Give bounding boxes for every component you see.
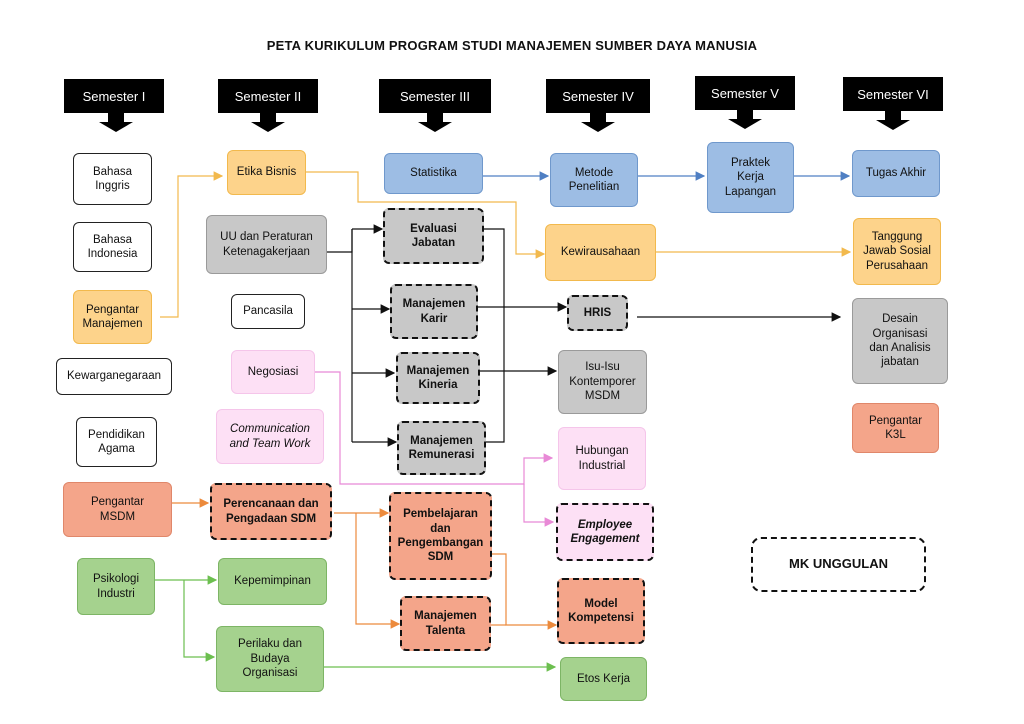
course-uu-peraturan: UU dan Peraturan Ketenagakerjaan [206,215,327,274]
course-evaluasi-jabatan: Evaluasi Jabatan [383,208,484,264]
course-manajemen-talenta: Manajemen Talenta [400,596,491,651]
course-kewarganegaraan: Kewarganegaraan [56,358,172,395]
course-hubungan-industrial: Hubungan Industrial [558,427,646,490]
course-bahasa-inggris: Bahasa Inggris [73,153,152,205]
course-tanggung-jawab-sosial: Tanggung Jawab Sosial Perusahaan [853,218,941,285]
course-pengantar-msdm: Pengantar MSDM [63,482,172,537]
course-negosiasi: Negosiasi [231,350,315,394]
course-hris: HRIS [567,295,628,331]
semester-3-header: Semester III [379,79,491,113]
course-manajemen-remunerasi: Manajemen Remunerasi [397,421,486,475]
course-model-kompetensi: Model Kompetensi [557,578,645,644]
course-bahasa-indonesia: Bahasa Indonesia [73,222,152,272]
course-employee-engagement: Employee Engagement [556,503,654,561]
course-desain-organisasi: Desain Organisasi dan Analisis jabatan [852,298,948,384]
course-pengantar-k3l: Pengantar K3L [852,403,939,453]
course-pembelajaran-pengembangan-sdm: Pembelajaran dan Pengembangan SDM [389,492,492,580]
semester-6-header: Semester VI [843,77,943,111]
course-perencanaan-pengadaan-sdm: Perencanaan dan Pengadaan SDM [210,483,332,540]
course-pendidikan-agama: Pendidikan Agama [76,417,157,467]
course-pancasila: Pancasila [231,294,305,329]
course-manajemen-kineria: Manajemen Kineria [396,352,480,404]
course-praktek-kerja-lapangan: Praktek Kerja Lapangan [707,142,794,213]
course-manajemen-karir: Manajemen Karir [390,284,478,339]
legend-mk-unggulan: MK UNGGULAN [751,537,926,592]
page-title: PETA KURIKULUM PROGRAM STUDI MANAJEMEN S… [266,38,758,53]
course-communication-team-work: Communication and Team Work [216,409,324,464]
course-kepemimpinan: Kepemimpinan [218,558,327,605]
course-tugas-akhir: Tugas Akhir [852,150,940,197]
course-kewirausahaan: Kewirausahaan [545,224,656,281]
course-etos-kerja: Etos Kerja [560,657,647,701]
course-perilaku-budaya-organisasi: Perilaku dan Budaya Organisasi [216,626,324,692]
semester-4-header: Semester IV [546,79,650,113]
course-pengantar-manajemen: Pengantar Manajemen [73,290,152,344]
course-statistika: Statistika [384,153,483,194]
semester-5-header: Semester V [695,76,795,110]
course-psikologi-industri: Psikologi Industri [77,558,155,615]
course-isu-isu-kontemporer: Isu-Isu Kontemporer MSDM [558,350,647,414]
semester-2-header: Semester II [218,79,318,113]
course-etika-bisnis: Etika Bisnis [227,150,306,195]
semester-1-header: Semester I [64,79,164,113]
course-metode-penelitian: Metode Penelitian [550,153,638,207]
semester-arrows [99,110,910,132]
